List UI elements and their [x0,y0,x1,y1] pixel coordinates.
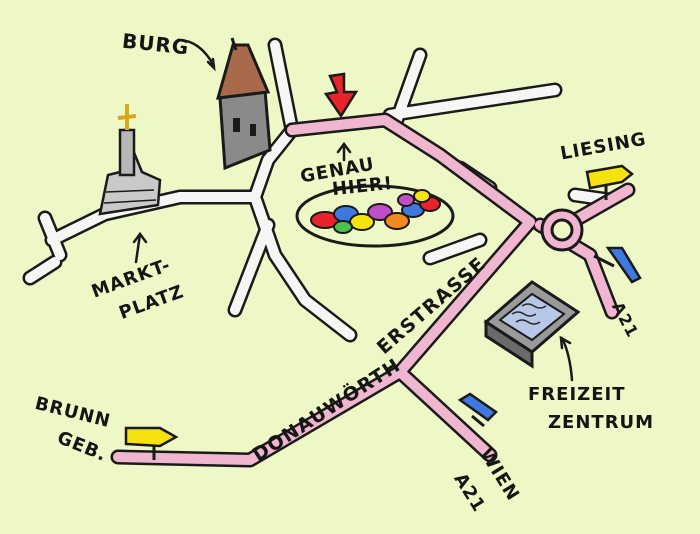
sign-liesing [585,164,635,200]
main-roads [110,112,636,468]
svg-text:DONAUWÖRTH: DONAUWÖRTH [248,352,405,466]
flower-bed-icon [295,184,455,248]
pool-icon [483,280,581,369]
label-freizeit: FREIZEIT [528,384,626,405]
label-burg: BURG [120,28,191,60]
location-arrow-icon [323,72,359,119]
street-name: DONAUWÖRTH ERSTRASSE [248,253,491,467]
pointer-arrows [132,38,574,382]
church-icon [98,104,162,216]
label-zentrum: ZENTRUM [548,412,655,433]
sign-brunn [124,426,179,460]
castle-tower-icon [215,37,272,171]
sign-a21-right [593,246,642,284]
sign-wien [457,392,498,428]
